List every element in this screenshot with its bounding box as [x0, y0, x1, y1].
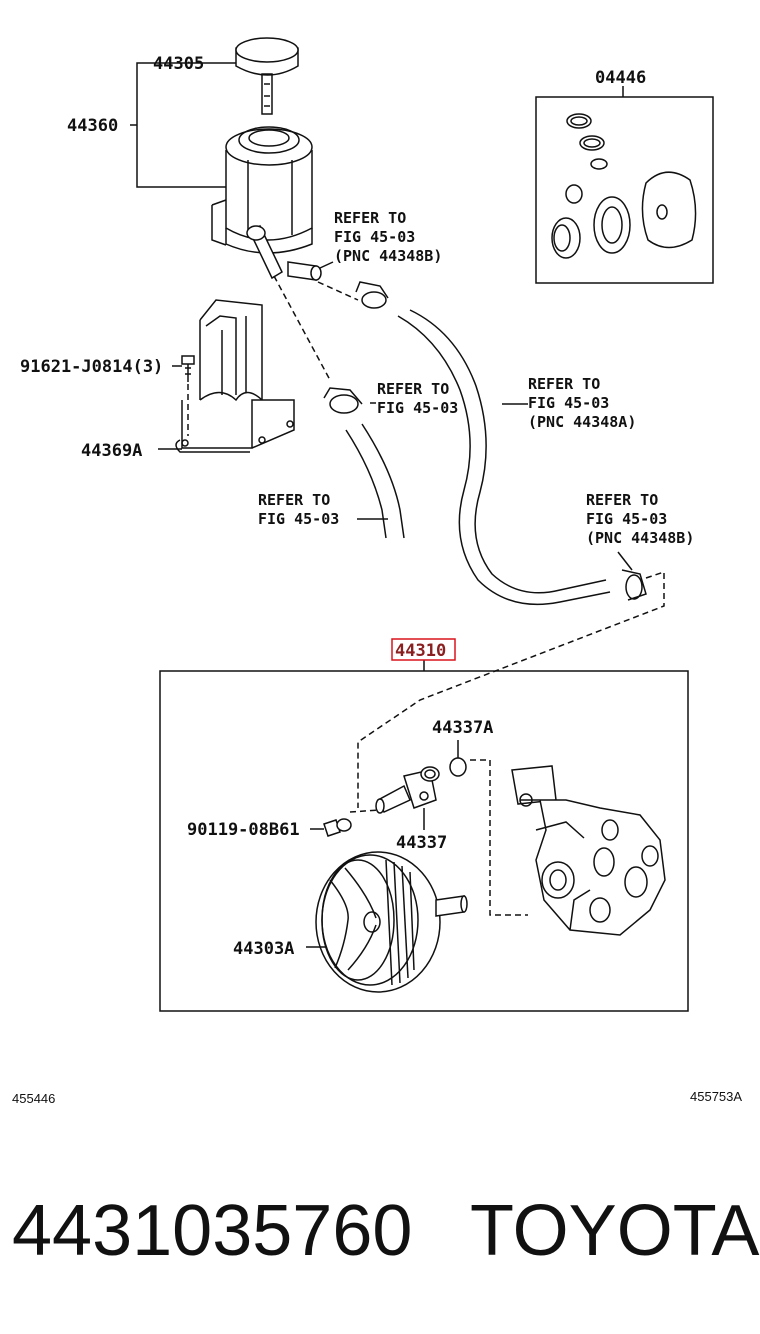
pump-shaft	[435, 895, 468, 917]
callout-90119-08b61: 90119-08B61	[187, 820, 300, 840]
parts-diagram: 44305 44360 04446 91621-J0814(3) 44369A …	[20, 37, 714, 1012]
callout-04446: 04446	[595, 68, 646, 88]
callout-44360: 44360	[67, 116, 118, 136]
union-fitting	[375, 766, 440, 830]
callout-44305: 44305	[153, 54, 204, 74]
return-hose	[397, 309, 611, 606]
callout-44303a: 44303A	[233, 939, 294, 959]
refer-note-5: REFER TO FIG 45-03 (PNC 44348B)	[586, 491, 694, 547]
union-bolt	[310, 818, 352, 837]
callout-44337: 44337	[396, 833, 447, 853]
reservoir-tank	[211, 126, 322, 281]
hose-clamp-2	[323, 387, 363, 414]
callout-91621-j0814: 91621-J0814(3)	[20, 357, 163, 377]
o-ring	[449, 740, 467, 777]
reservoir-bracket	[175, 299, 295, 453]
brand-name: TOYOTA	[470, 1191, 760, 1271]
refer-note-3: REFER TO FIG 45-03 (PNC 44348A)	[528, 375, 636, 431]
hose-clamp-1	[355, 281, 389, 309]
callout-44369a: 44369A	[81, 441, 142, 461]
highlighted-callout-44310: 44310	[391, 638, 456, 661]
illustration-code-left: 455446	[12, 1091, 56, 1106]
pump-body	[511, 765, 666, 936]
part-number: 4431035760	[12, 1191, 413, 1271]
supply-hose	[345, 423, 405, 539]
svg-text:44310: 44310	[395, 641, 446, 661]
refer-note-4: REFER TO FIG 45-03	[258, 491, 339, 528]
pulley	[306, 851, 441, 993]
bracket-bolt	[181, 355, 195, 382]
callout-44337a: 44337A	[432, 718, 493, 738]
illustration-code-right: 455753A	[690, 1089, 743, 1104]
hose-clamp-3	[621, 569, 647, 601]
reservoir-cap	[235, 37, 299, 115]
gasket-kit	[535, 86, 714, 284]
refer-note-1: REFER TO FIG 45-03 (PNC 44348B)	[334, 209, 442, 265]
refer-note-2: REFER TO FIG 45-03	[377, 380, 458, 417]
